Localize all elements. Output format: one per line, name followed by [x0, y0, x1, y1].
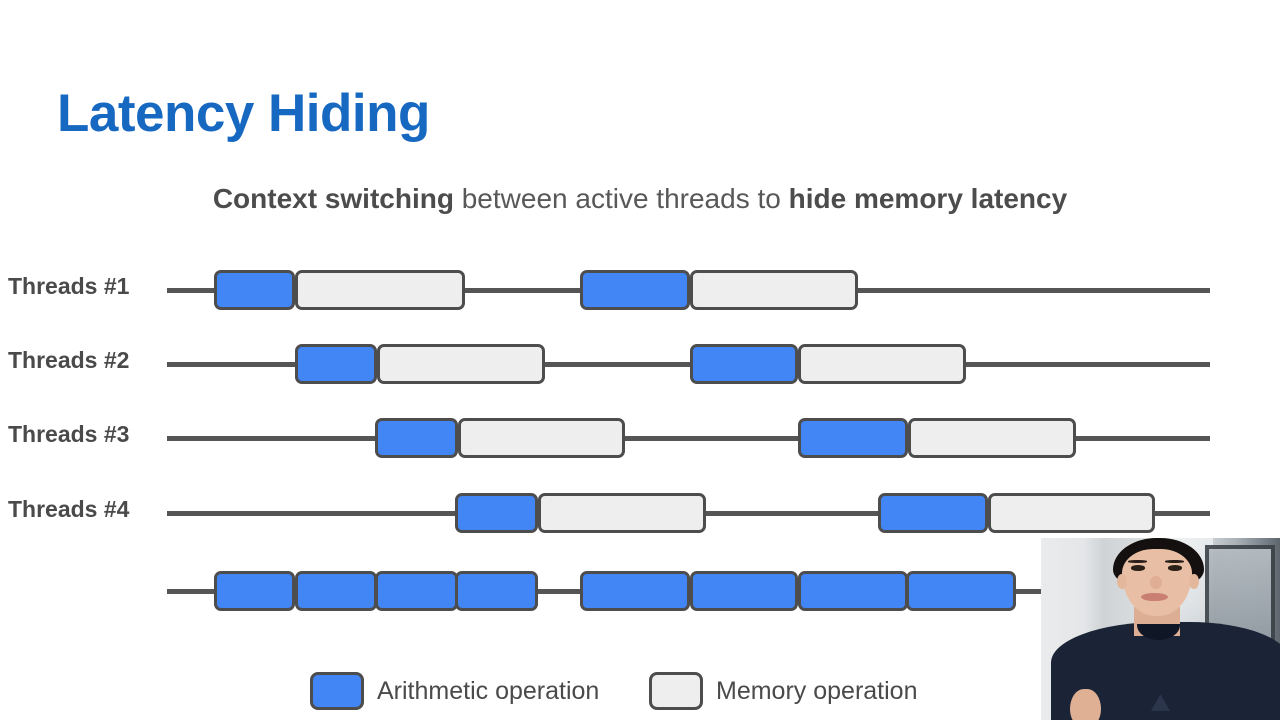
arithmetic-operation-block	[690, 344, 798, 384]
page-title: Latency Hiding	[57, 84, 430, 143]
memory-operation-block	[458, 418, 625, 458]
arithmetic-operation-block	[295, 344, 377, 384]
subtitle-bold-suffix: hide memory latency	[788, 183, 1068, 214]
timeline-row-label: Threads #2	[8, 347, 130, 373]
memory-operation-block	[377, 344, 545, 384]
presenter-webcam-overlay[interactable]	[1041, 538, 1280, 720]
timeline-row-label: Threads #4	[8, 496, 130, 522]
timeline-row: Threads #3	[0, 408, 1280, 468]
arithmetic-operation-block	[375, 571, 458, 611]
presenter-ear-right	[1189, 574, 1199, 589]
arithmetic-operation-block	[906, 571, 1016, 611]
presenter-mouth	[1141, 592, 1168, 601]
memory-operation-block	[295, 270, 465, 310]
timeline-row-label: Threads #3	[8, 421, 130, 447]
slide-subtitle: Context switching between active threads…	[0, 183, 1280, 215]
memory-operation-block	[690, 270, 858, 310]
arithmetic-operation-block	[798, 418, 908, 458]
timeline-row: Threads #1	[0, 260, 1280, 320]
arithmetic-operation-block	[878, 493, 988, 533]
legend-label: Memory operation	[716, 676, 918, 705]
memory-operation-block	[538, 493, 706, 533]
arithmetic-operation-block	[375, 418, 458, 458]
legend-item: Memory operation	[649, 672, 917, 710]
presenter-hand	[1069, 689, 1101, 720]
timeline-row-label: Threads #1	[8, 273, 130, 299]
presenter-eye-left	[1130, 565, 1145, 571]
arithmetic-operation-block	[214, 270, 295, 310]
legend-swatch-memory	[649, 672, 703, 710]
legend: Arithmetic operation Memory operation	[0, 672, 1280, 718]
memory-operation-block	[798, 344, 966, 384]
presenter-eyebrow-left	[1128, 559, 1148, 563]
arithmetic-operation-block	[455, 571, 538, 611]
arithmetic-operation-block	[580, 270, 690, 310]
legend-item: Arithmetic operation	[310, 672, 599, 710]
presenter-ear-left	[1117, 574, 1128, 589]
legend-swatch-arithmetic	[310, 672, 364, 710]
presenter-collar	[1136, 623, 1180, 640]
arithmetic-operation-block	[580, 571, 690, 611]
timeline-row: Threads #4	[0, 483, 1280, 543]
timeline-row	[0, 561, 1280, 621]
legend-label: Arithmetic operation	[377, 676, 600, 705]
timeline-axis	[167, 362, 1210, 367]
presenter-eye-right	[1167, 565, 1182, 571]
arithmetic-operation-block	[214, 571, 295, 611]
memory-operation-block	[988, 493, 1155, 533]
arithmetic-operation-block	[690, 571, 798, 611]
timeline-axis	[167, 436, 1210, 441]
arithmetic-operation-block	[295, 571, 377, 611]
subtitle-bold-prefix: Context switching	[212, 183, 454, 214]
subtitle-middle: between active threads to	[453, 183, 789, 214]
arithmetic-operation-block	[455, 493, 538, 533]
timeline-row: Threads #2	[0, 334, 1280, 394]
memory-operation-block	[908, 418, 1076, 458]
presenter-eyebrow-right	[1165, 559, 1185, 563]
presenter-nose	[1149, 576, 1162, 589]
arithmetic-operation-block	[798, 571, 908, 611]
